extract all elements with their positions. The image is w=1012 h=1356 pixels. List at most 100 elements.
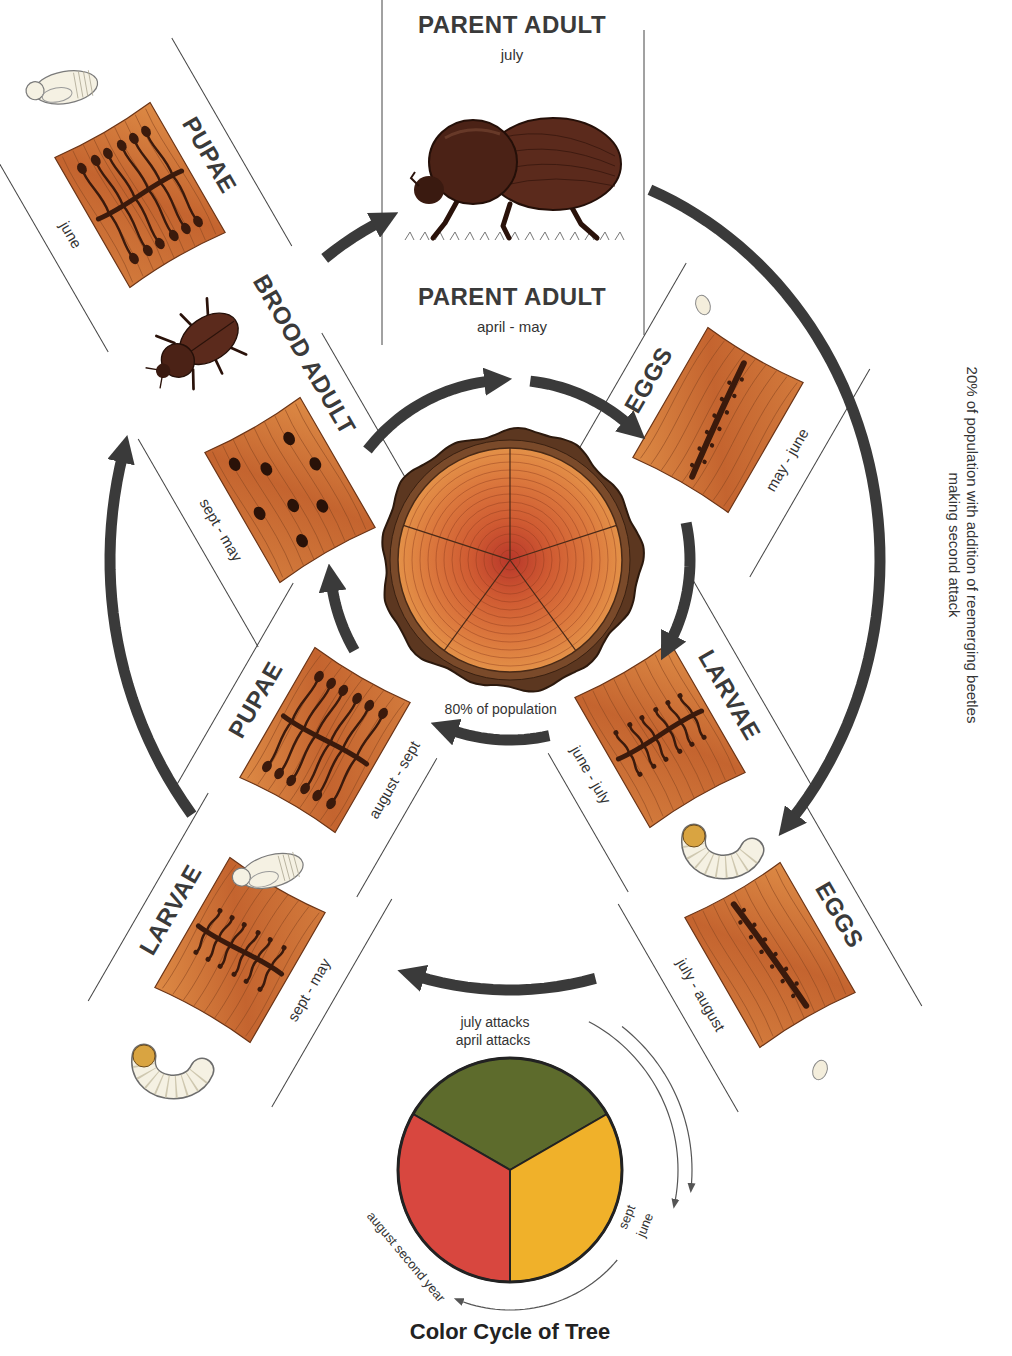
larval-chamber	[639, 714, 646, 721]
larval-gallery	[303, 682, 332, 729]
pupal-chamber	[310, 788, 324, 803]
larval-gallery	[667, 702, 682, 724]
egg-niche	[790, 993, 796, 999]
exit-hole	[226, 455, 243, 473]
wood	[398, 448, 622, 672]
color-sector	[510, 1114, 622, 1282]
larval-gallery	[629, 724, 644, 746]
larval-chamber	[701, 734, 708, 741]
ground-mark	[570, 232, 579, 240]
egg-niche	[741, 907, 747, 913]
egg-gallery	[734, 898, 806, 1011]
larval-gallery	[95, 159, 124, 206]
larval-gallery	[291, 675, 320, 722]
ground-mark	[615, 232, 624, 240]
larval-gallery	[194, 930, 209, 952]
population-note: 20% of population with addition of reeme…	[945, 355, 981, 735]
stage-months: june	[37, 191, 105, 278]
larval-gallery	[641, 744, 656, 766]
egg-niche	[737, 919, 743, 925]
larval-gallery	[329, 757, 358, 804]
stage-months: july	[418, 40, 606, 70]
egg-niche	[759, 949, 765, 955]
larval-gallery	[145, 130, 174, 177]
larval-gallery	[691, 715, 706, 737]
beetle-head	[414, 176, 444, 204]
larval-chamber	[677, 692, 684, 699]
larval-gallery	[230, 924, 245, 946]
ground-mark	[420, 232, 429, 240]
pupal-chamber	[284, 773, 298, 788]
beetle-highlight	[445, 130, 500, 138]
egg-niche	[697, 446, 703, 452]
pupal-chamber	[350, 691, 364, 706]
wood-grain	[722, 898, 797, 1024]
cycle-connector	[325, 221, 381, 258]
stage-months: sept - may	[163, 444, 279, 615]
cycle-arrow	[458, 1260, 618, 1310]
edge-label: 80% of population	[445, 701, 557, 717]
pupa-segment	[283, 855, 290, 880]
larval-gallery	[206, 910, 221, 932]
stage-months: june - july	[553, 724, 629, 825]
stage-label: LARVAEjune - july	[553, 644, 767, 825]
bark-ring	[382, 428, 644, 691]
wood-grain	[732, 892, 807, 1018]
wood-crack	[510, 560, 576, 651]
exit-hole	[251, 505, 268, 523]
wheel-rim	[398, 1058, 622, 1282]
larva-figure	[133, 1045, 202, 1087]
larval-chamber	[229, 914, 236, 921]
ground-mark	[480, 232, 489, 240]
month-label: august second year	[364, 1209, 449, 1306]
pupa-figure	[229, 847, 307, 897]
stage-months: july - august	[668, 952, 734, 1037]
larval-chamber	[676, 748, 683, 755]
larval-chamber	[652, 706, 659, 713]
egg-niche	[783, 966, 789, 972]
larval-gallery	[121, 144, 150, 191]
egg-niche	[731, 393, 737, 399]
stage-label: EGGS july - august	[668, 872, 873, 1037]
pupa-wingpad	[247, 869, 280, 890]
panel-frame	[88, 793, 392, 1107]
pupa-segment	[88, 70, 93, 96]
wood-grain	[743, 886, 818, 1012]
wood-grain	[263, 421, 338, 547]
pupal-chamber	[298, 781, 312, 796]
larval-gallery	[159, 182, 188, 229]
larval-gallery	[218, 944, 233, 966]
egg-niche	[689, 462, 695, 468]
larval-gallery	[107, 152, 136, 199]
larval-gallery	[244, 959, 259, 981]
stage-name: PUPAE	[175, 111, 243, 198]
larval-gallery	[256, 939, 271, 961]
egg-niche	[769, 963, 775, 969]
egg-figure	[693, 293, 713, 317]
larval-chamber	[205, 956, 212, 963]
pupa-segment	[278, 856, 285, 881]
larval-gallery	[232, 952, 247, 974]
wood-grain	[252, 427, 327, 553]
egg-niche	[739, 376, 745, 382]
pupal-chamber	[312, 669, 326, 684]
larval-gallery	[244, 932, 259, 954]
stage-months: may - june	[756, 422, 818, 499]
larval-gallery	[206, 937, 221, 959]
pupal-chamber	[191, 214, 205, 229]
exit-hole	[258, 460, 275, 478]
egg-niche	[772, 951, 778, 957]
egg-figure	[810, 1058, 830, 1082]
exit-hole	[285, 497, 302, 515]
parent-beetle	[405, 118, 624, 240]
panel-frame	[618, 798, 922, 1112]
stage-label: BROOD ADULTsept - may	[163, 364, 418, 615]
egg-niche	[716, 426, 722, 432]
ground-mark	[405, 232, 414, 240]
stage-name: EGGS	[806, 872, 872, 957]
pupal-chamber	[115, 138, 129, 153]
pupal-chamber	[101, 146, 115, 161]
larval-chamber	[613, 729, 620, 736]
